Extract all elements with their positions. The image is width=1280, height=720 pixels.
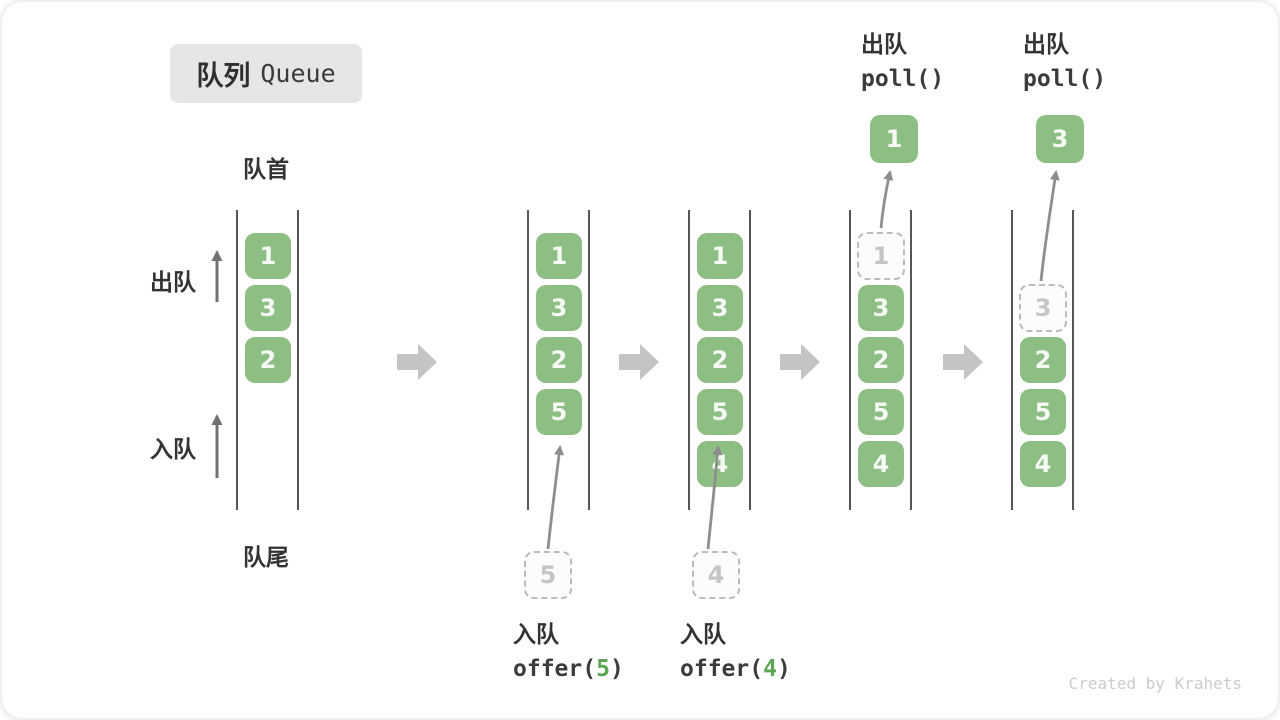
- enqueue4-code: offer(4): [680, 656, 791, 682]
- queue5-popped-box: 3: [1036, 115, 1084, 163]
- queue2-left-wall: [527, 210, 529, 510]
- queue2-box: 5: [536, 389, 582, 435]
- queue3-box: 5: [697, 389, 743, 435]
- queue2-right-wall: [588, 210, 590, 510]
- queue-front-label: 队首: [243, 157, 289, 183]
- queue3-box: 1: [697, 233, 743, 279]
- state-transition-arrow-1: [397, 344, 437, 380]
- dequeue1-code: poll(): [861, 66, 945, 92]
- queue4-box: 5: [858, 389, 904, 435]
- enqueue-side-label: 入队: [150, 437, 196, 463]
- queue5-removed-ghost-box: 3: [1019, 284, 1067, 332]
- title-en: Queue: [260, 59, 336, 88]
- queue4-popped-box: 1: [870, 115, 918, 163]
- enqueue5-arg: 5: [596, 656, 610, 682]
- queue5-right-wall: [1072, 210, 1074, 510]
- title-badge: 队列 Queue: [170, 44, 362, 103]
- dequeue3-zh: 出队: [1023, 32, 1069, 58]
- queue1-box: 1: [245, 233, 291, 279]
- dequeue3-operation-label: 出队 poll(): [1023, 28, 1106, 96]
- queue1-box: 2: [245, 337, 291, 383]
- queue3-right-wall: [749, 210, 751, 510]
- queue4-box: 4: [858, 441, 904, 487]
- queue2-box: 3: [536, 285, 582, 331]
- queue4-right-wall: [910, 210, 912, 510]
- queue4-removed-ghost-box: 1: [857, 232, 905, 280]
- queue4-box: 2: [858, 337, 904, 383]
- dequeue3-code: poll(): [1023, 66, 1107, 92]
- enqueue5-code: offer(5): [513, 656, 624, 682]
- queue5-box: 4: [1020, 441, 1066, 487]
- state-transition-arrow-2: [619, 344, 659, 380]
- queue2-pending-ghost-box: 5: [524, 551, 572, 599]
- queue5-left-wall: [1011, 210, 1013, 510]
- state-transition-arrow-4: [943, 344, 983, 380]
- enqueue4-arg: 4: [763, 656, 777, 682]
- state-transition-arrow-3: [780, 344, 820, 380]
- que3-box: 2: [697, 337, 743, 383]
- queue3-pending-ghost-box: 4: [692, 551, 740, 599]
- dequeue1-curve-arrow: [879, 170, 894, 229]
- queue4-left-wall: [849, 210, 851, 510]
- dequeue3-curve-arrow: [1039, 170, 1060, 282]
- dequeue1-operation-label: 出队 poll(): [861, 28, 944, 96]
- title-zh: 队列: [196, 61, 251, 92]
- queue2-box: 2: [536, 337, 582, 383]
- queue3-left-wall: [688, 210, 690, 510]
- queue1-left-wall: [236, 210, 238, 510]
- dequeue1-zh: 出队: [861, 32, 907, 58]
- queue-rear-label: 队尾: [243, 545, 289, 571]
- enqueue5-operation-label: 入队 offer(5): [513, 618, 624, 686]
- queue5-box: 2: [1020, 337, 1066, 383]
- queue3-box: 3: [697, 285, 743, 331]
- enqueue5-zh: 入队: [513, 622, 559, 648]
- enqueue5-curve-arrow: [546, 445, 565, 550]
- enqueue4-zh: 入队: [680, 622, 726, 648]
- enqueue4-operation-label: 入队 offer(4): [680, 618, 791, 686]
- dequeue-side-label: 出队: [150, 270, 196, 296]
- queue1-box: 3: [245, 285, 291, 331]
- watermark: Created by Krahets: [1068, 674, 1242, 693]
- queue1-right-wall: [297, 210, 299, 510]
- queue5-box: 5: [1020, 389, 1066, 435]
- queue4-box: 3: [858, 285, 904, 331]
- queue2-box: 1: [536, 233, 582, 279]
- queue3-box: 4: [697, 441, 743, 487]
